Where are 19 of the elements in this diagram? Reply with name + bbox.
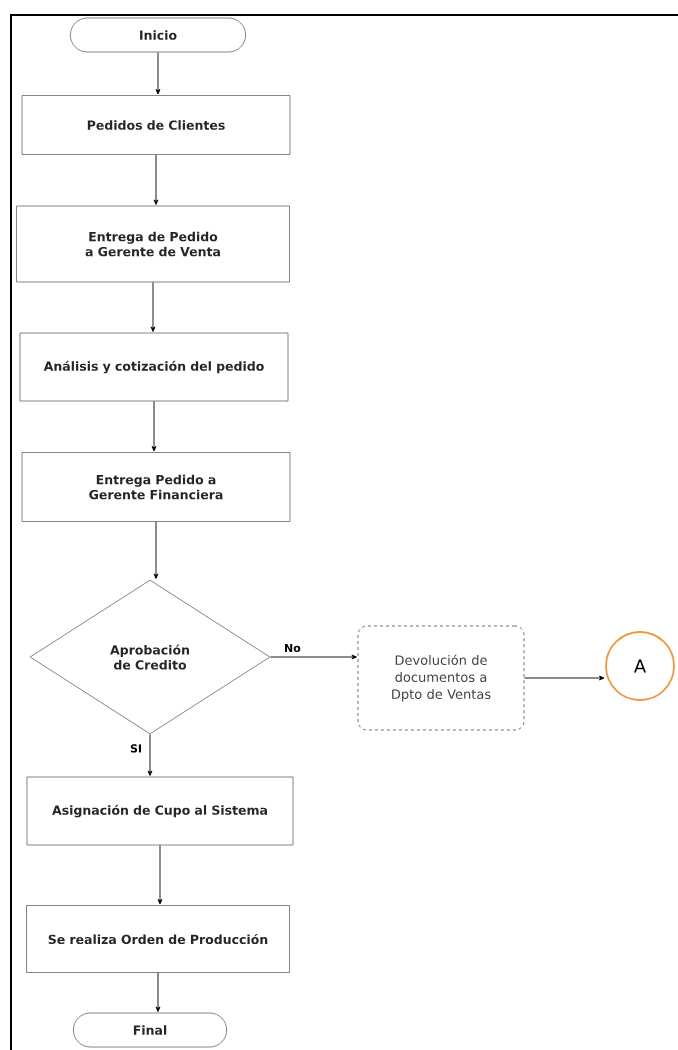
process-box: Entrega de Pedido a Gerente de Venta (16, 205, 290, 283)
arrow (147, 733, 153, 776)
process-box: Análisis y cotización del pedido (19, 332, 289, 402)
arrow (153, 521, 159, 579)
arrow (157, 844, 163, 905)
arrow (155, 51, 161, 95)
edge-label: No (283, 642, 302, 654)
process-box: Se realiza Orden de Producción (26, 905, 290, 973)
process-box: Entrega Pedido a Gerente Financiera (21, 452, 291, 522)
arrow (523, 675, 605, 681)
process-box: Asignación de Cupo al Sistema (26, 776, 294, 846)
arrow (151, 400, 157, 452)
arrow (155, 972, 161, 1012)
process-box: Devolución de documentos a Dpto de Ventas (357, 625, 525, 731)
arrow (153, 154, 159, 205)
process-box: Pedidos de Clientes (21, 95, 291, 155)
arrow (269, 654, 357, 660)
arrow (150, 281, 156, 332)
edge-label: SI (129, 743, 143, 754)
